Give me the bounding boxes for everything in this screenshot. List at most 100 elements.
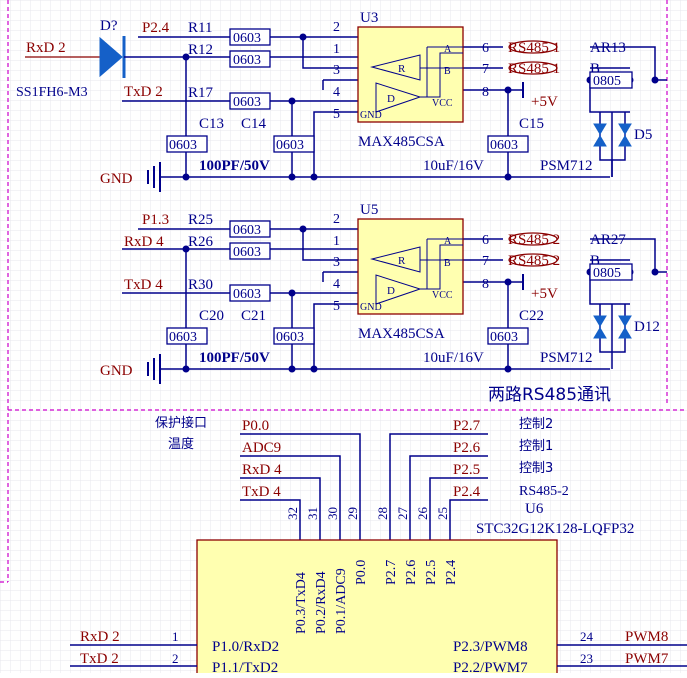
ic-pin-vcc: VCC — [432, 98, 453, 109]
pin-num: 5 — [333, 107, 340, 122]
mcu-pin-num: 2 — [172, 651, 179, 666]
ic-part-u3: MAX485CSA — [358, 134, 445, 150]
res-ref-r11: R11 — [188, 20, 212, 36]
mcu-pin-name: P0.0 — [354, 560, 369, 585]
mcu-pin-num: 31 — [305, 507, 320, 520]
pin-num: 4 — [333, 277, 340, 292]
resistor-ar13 — [589, 71, 633, 89]
res-ref-r17: R17 — [188, 85, 214, 101]
mcu-section: 保护接口 温度 P0.0 ADC9 RxD 4 TxD 4 P2.7 P2.6 … — [70, 415, 687, 678]
net-label-pwm8: PWM8 — [625, 629, 668, 645]
ctrl-note: 控制1 — [519, 439, 553, 454]
pin-num: 8 — [482, 85, 489, 100]
pkg-c14: 0603 — [276, 138, 304, 153]
net-label-p27: P2.7 — [453, 418, 481, 434]
ic-pin-gnd: GND — [360, 110, 382, 121]
mcu-pin-name: P1.0/RxD2 — [212, 639, 279, 655]
mcu-part: STC32G12K128-LQFP32 — [476, 521, 634, 537]
pin-num: 1 — [333, 42, 340, 57]
pkg-r26: 0603 — [233, 245, 261, 260]
power-5v: +5V — [531, 94, 558, 110]
mcu-pin-num: 27 — [395, 507, 410, 521]
mcu-pin-name: P2.3/PWM8 — [453, 639, 528, 655]
ic-pin-a: A — [444, 236, 452, 247]
pkg-c15: 0603 — [490, 138, 518, 153]
net-label-rxd4: RxD 4 — [242, 462, 282, 478]
tvs-diode — [593, 315, 632, 339]
tvs-part: PSM712 — [540, 158, 593, 174]
ground-symbol — [147, 162, 161, 192]
cap-value-2: 10uF/16V — [423, 350, 484, 366]
gnd-label: GND — [100, 171, 133, 187]
pin-b-label: B — [590, 61, 600, 77]
ic-pin-a: A — [444, 44, 452, 55]
net-label-txd2: TxD 2 — [124, 84, 163, 100]
ic-part-u5: MAX485CSA — [358, 326, 445, 342]
pin-num: 2 — [333, 20, 340, 35]
capacitor-c20 — [166, 327, 208, 345]
tvs-part: PSM712 — [540, 350, 593, 366]
cap-ref-c14: C14 — [241, 116, 267, 132]
pin-num: 8 — [482, 277, 489, 292]
ic-ref-u3: U3 — [360, 10, 378, 26]
net-label-p24: P2.4 — [453, 484, 481, 500]
mcu-pin-name: P2.5 — [424, 560, 439, 585]
mcu-pin-name: P2.4 — [444, 560, 459, 585]
power-5v: +5V — [531, 286, 558, 302]
capacitor-c13 — [166, 135, 208, 153]
mcu-pin-num: 23 — [580, 651, 593, 666]
diode-ref: D? — [100, 18, 118, 34]
res-ref-ar13: AR13 — [590, 40, 626, 56]
ic-pin-d: D — [387, 93, 395, 105]
mcu-pin-num: 24 — [580, 629, 594, 644]
cap-ref-c21: C21 — [241, 308, 266, 324]
cap-ref-c20: C20 — [199, 308, 224, 324]
channel-top: RxD 2 D? SS1FH6-M3 P2.4 R11 R12 TxD 2 R1… — [16, 10, 667, 192]
section-frame — [0, 0, 687, 583]
mcu-pin-num: 30 — [325, 507, 340, 520]
res-ref-ar27: AR27 — [590, 232, 626, 248]
note-temp: 温度 — [168, 436, 194, 452]
tvs-ref: D5 — [634, 127, 652, 143]
net-label-rxd4: RxD 4 — [124, 234, 164, 250]
ic-ref-u5: U5 — [360, 202, 378, 218]
ic-pin-d: D — [387, 285, 395, 297]
pkg-r30: 0603 — [233, 287, 261, 302]
net-label-txd4: TxD 4 — [242, 484, 281, 500]
ctrl-note: RS485-2 — [519, 484, 569, 499]
pkg-r17: 0603 — [233, 95, 261, 110]
net-label-p26: P2.6 — [453, 440, 481, 456]
tvs-diode — [593, 123, 632, 147]
ground-symbol — [147, 354, 161, 384]
capacitor-c21 — [273, 327, 315, 345]
mcu-pin-name: P0.2/RxD4 — [314, 571, 329, 634]
net-label-p25: P2.5 — [453, 462, 480, 478]
res-ref-r30: R30 — [188, 277, 213, 293]
mcu-pin-name: P2.7 — [384, 560, 399, 585]
mcu-pin-name: P2.6 — [404, 560, 419, 585]
capacitor-c22 — [487, 327, 529, 345]
mcu-ref: U6 — [525, 501, 544, 517]
tvs-ref: D12 — [634, 319, 660, 335]
capacitor-c14 — [273, 135, 315, 153]
cap-ref-c15: C15 — [519, 116, 544, 132]
pkg-r25: 0603 — [233, 223, 261, 238]
net-label-p24: P2.4 — [142, 20, 170, 36]
net-label-p13: P1.3 — [142, 212, 169, 228]
resistor-ar27 — [589, 263, 633, 281]
mcu-pin-num: 25 — [435, 507, 450, 520]
mcu-pin-num: 29 — [345, 507, 360, 520]
pin-num: 6 — [482, 233, 489, 248]
net-label-pwm7: PWM7 — [625, 651, 669, 667]
pin-num: 2 — [333, 212, 340, 227]
pin-num: 1 — [333, 234, 340, 249]
net-label-p00: P0.0 — [242, 418, 269, 434]
resistor-r12 — [229, 50, 271, 68]
res-ref-r12: R12 — [188, 42, 213, 58]
section-title: 两路RS485通讯 — [488, 385, 611, 405]
resistor-r26 — [229, 242, 271, 260]
cap-ref-c22: C22 — [519, 308, 544, 324]
cap-value: 100PF/50V — [199, 158, 270, 174]
ic-pin-vcc: VCC — [432, 290, 453, 301]
pkg-c20: 0603 — [169, 330, 197, 345]
